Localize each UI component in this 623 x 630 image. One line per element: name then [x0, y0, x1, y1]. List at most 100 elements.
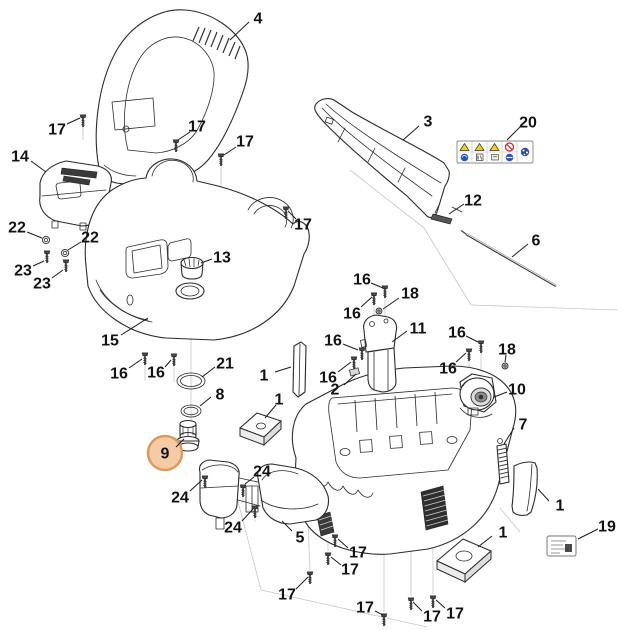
part-label-23[interactable]: 23 — [14, 263, 32, 280]
part-14-cover[interactable] — [39, 160, 112, 231]
part-label-22[interactable]: 22 — [8, 220, 26, 237]
part-label-17[interactable]: 17 — [188, 119, 206, 136]
part-label-4[interactable]: 4 — [254, 11, 263, 28]
part-label-16[interactable]: 16 — [439, 361, 457, 378]
part-label-1[interactable]: 1 — [499, 525, 508, 542]
part-label-16[interactable]: 16 — [324, 333, 342, 350]
highlight-circle[interactable] — [146, 434, 184, 472]
leader-line — [200, 258, 213, 264]
screw-23-icon[interactable] — [62, 259, 70, 273]
part-label-16[interactable]: 16 — [147, 365, 165, 382]
part-label-15[interactable]: 15 — [101, 333, 119, 350]
screw-16-icon[interactable] — [141, 352, 149, 366]
part-label-21[interactable]: 21 — [216, 356, 234, 373]
part-label-24[interactable]: 24 — [171, 490, 189, 507]
part-label-16[interactable]: 16 — [353, 272, 371, 289]
leader-line — [402, 125, 420, 141]
part-label-9-highlighted[interactable]: 9 — [161, 446, 170, 463]
part-11-motor[interactable] — [360, 314, 398, 393]
part-label-5[interactable]: 5 — [296, 530, 305, 547]
part-10-wheel-motor[interactable] — [459, 373, 497, 416]
part-label-17[interactable]: 17 — [349, 545, 367, 562]
part-label-24[interactable]: 24 — [224, 520, 242, 537]
part-label-3[interactable]: 3 — [424, 114, 433, 131]
part-label-11[interactable]: 11 — [410, 321, 427, 338]
part-19-rating-label[interactable] — [546, 535, 577, 557]
leader-line — [511, 243, 529, 258]
screw-17-icon[interactable] — [79, 114, 87, 128]
part-label-16[interactable]: 16 — [448, 325, 466, 342]
part-label-6[interactable]: 6 — [532, 233, 541, 250]
screw-16-icon[interactable] — [358, 347, 366, 361]
part-15-main-housing[interactable] — [84, 158, 310, 341]
part-label-23[interactable]: 23 — [33, 276, 51, 293]
part-label-22[interactable]: 22 — [81, 230, 99, 247]
leader-line — [229, 21, 250, 41]
screw-17-icon[interactable] — [407, 597, 415, 611]
screw-16-icon[interactable] — [350, 356, 358, 370]
part-label-7[interactable]: 7 — [519, 417, 528, 434]
part-6-rod[interactable] — [460, 230, 557, 288]
barcode-icon — [565, 544, 572, 552]
part-label-17[interactable]: 17 — [48, 122, 66, 139]
screw-17-icon[interactable] — [380, 613, 388, 627]
screw-16-icon[interactable] — [381, 285, 389, 299]
part-label-18[interactable]: 18 — [401, 286, 419, 303]
part-label-20[interactable]: 20 — [519, 115, 537, 132]
part-label-19[interactable]: 19 — [598, 519, 616, 536]
part-12-strip[interactable] — [430, 202, 463, 225]
part-1-side-panel-left[interactable] — [292, 341, 307, 398]
grommet-22-icon[interactable] — [41, 235, 51, 245]
screw-17-icon[interactable] — [429, 595, 437, 609]
leader-line — [342, 343, 359, 351]
part-label-17[interactable]: 17 — [278, 587, 296, 604]
part-label-12[interactable]: 12 — [464, 193, 482, 210]
part-5-bumper[interactable] — [198, 459, 330, 530]
part-label-17[interactable]: 17 — [423, 609, 441, 626]
part-label-16[interactable]: 16 — [343, 306, 361, 323]
part-label-14[interactable]: 14 — [11, 149, 29, 166]
screw-16-icon[interactable] — [477, 340, 485, 354]
screw-17-icon[interactable] — [324, 552, 332, 566]
mandatory-blue-icon — [460, 153, 469, 162]
leader-line — [32, 260, 45, 267]
part-label-18[interactable]: 18 — [498, 342, 516, 359]
part-label-13[interactable]: 13 — [213, 250, 231, 267]
part-label-24[interactable]: 24 — [253, 464, 271, 481]
part-label-16[interactable]: 16 — [110, 366, 128, 383]
part-label-1[interactable]: 1 — [260, 368, 269, 385]
part-1-foam-pad-left[interactable] — [239, 412, 282, 447]
part-13-cap[interactable] — [180, 256, 204, 280]
part-label-16[interactable]: 16 — [319, 370, 337, 387]
part-7-rack[interactable] — [496, 438, 510, 485]
part-1-foam-pad-bottom[interactable] — [436, 538, 492, 584]
part-label-8[interactable]: 8 — [216, 387, 225, 404]
part-21-o-ring[interactable] — [176, 372, 206, 390]
part-20-safety-label[interactable] — [456, 140, 534, 164]
screw-17-icon[interactable] — [306, 571, 314, 585]
part-3-flap[interactable] — [314, 98, 450, 218]
part-9-plug[interactable] — [176, 419, 200, 452]
screw-16-icon[interactable] — [465, 348, 473, 362]
vent-grille-icon — [192, 26, 241, 60]
part-label-1[interactable]: 1 — [275, 392, 284, 409]
part-8-ring[interactable] — [180, 404, 202, 418]
part-label-2[interactable]: 2 — [331, 382, 340, 399]
part-label-17[interactable]: 17 — [446, 606, 464, 623]
nut-18-icon[interactable] — [375, 307, 383, 315]
screw-23-icon[interactable] — [43, 250, 51, 264]
nut-18-icon[interactable] — [501, 362, 509, 370]
screw-17-icon[interactable] — [217, 153, 225, 167]
screw-16-icon[interactable] — [370, 292, 378, 306]
part-1-side-panel-right[interactable] — [511, 461, 538, 516]
part-label-1[interactable]: 1 — [556, 498, 565, 515]
part-label-10[interactable]: 10 — [508, 382, 526, 399]
screw-24-icon[interactable] — [239, 484, 247, 498]
part-label-17[interactable]: 17 — [294, 217, 312, 234]
part-4-top-cover[interactable] — [95, 9, 249, 185]
part-label-17[interactable]: 17 — [236, 134, 254, 151]
grommet-22-icon[interactable] — [60, 248, 70, 258]
part-label-17[interactable]: 17 — [356, 600, 374, 617]
screw-16-icon[interactable] — [170, 353, 178, 367]
part-label-17[interactable]: 17 — [341, 562, 359, 579]
